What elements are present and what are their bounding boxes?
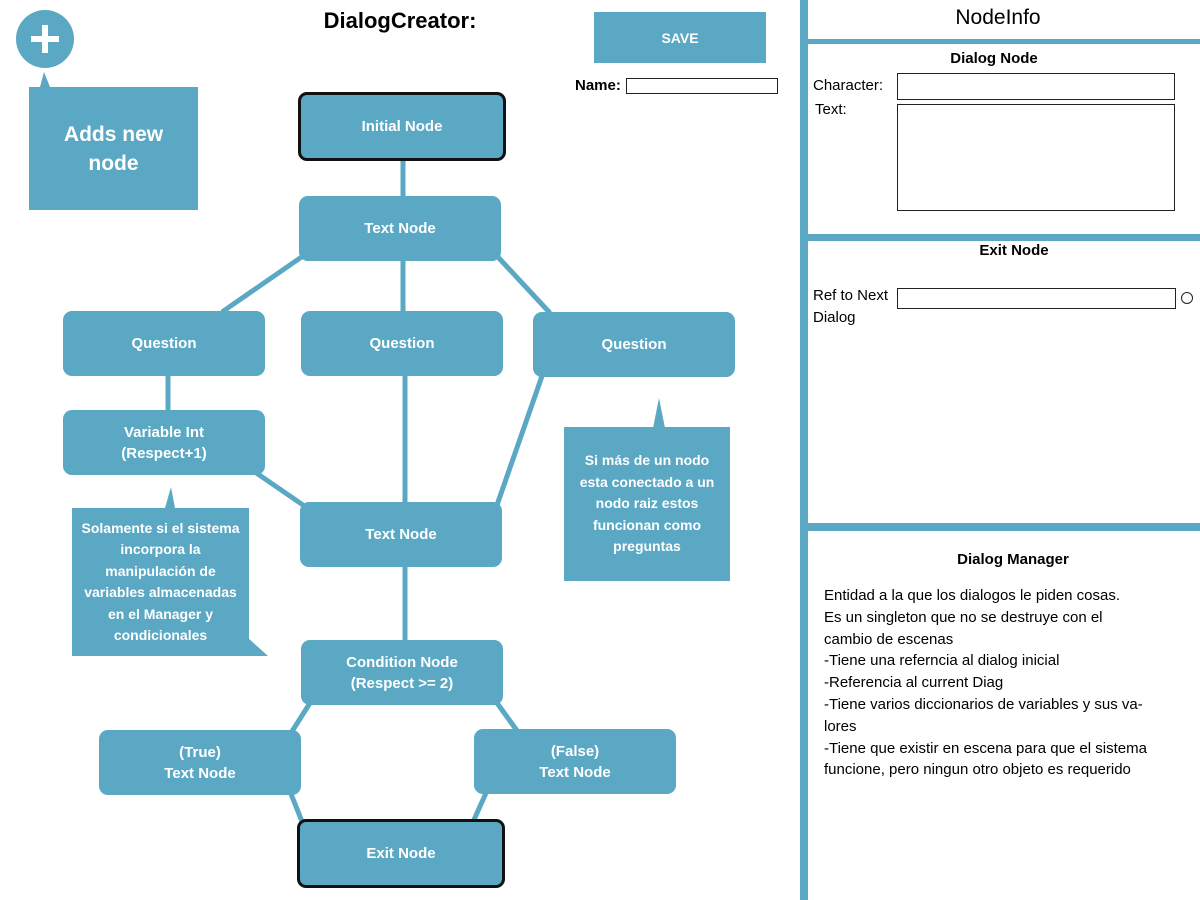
edge-text1-question1: [220, 253, 305, 315]
character-label: Character:: [813, 77, 884, 94]
questions-note: Si más de un nodo esta conectado a un no…: [564, 427, 730, 581]
ref-next-dialog-input[interactable]: [897, 288, 1176, 309]
condition-node[interactable]: Condition Node (Respect >= 2): [301, 640, 503, 705]
name-input[interactable]: [626, 78, 778, 94]
edge-condition-true: [288, 701, 313, 735]
panel-divider-2: [808, 234, 1200, 241]
text-label: Text:: [815, 101, 847, 118]
false-text-node[interactable]: (False) Text Node: [474, 729, 676, 794]
object-picker-icon[interactable]: [1181, 292, 1193, 304]
add-node-tooltip: Adds new node: [29, 87, 198, 210]
panel-vertical-divider: [800, 0, 808, 900]
plus-icon: [31, 25, 59, 53]
dialog-manager-title: Dialog Manager: [957, 551, 1069, 568]
ref-next-dialog-label: Ref to Next Dialog: [813, 287, 889, 326]
edge-condition-false: [494, 701, 521, 734]
panel-divider-3: [808, 523, 1200, 531]
panel-divider-1: [808, 39, 1200, 44]
exit-node-title: Exit Node: [979, 242, 1049, 259]
edge-false-exit: [470, 791, 489, 824]
dialog-node-title: Dialog Node: [950, 50, 1038, 67]
text-node-1[interactable]: Text Node: [299, 196, 501, 261]
questions-note-tail: [653, 398, 665, 428]
page-title: DialogCreator:: [323, 8, 477, 33]
question-node-1[interactable]: Question: [63, 311, 265, 376]
edge-question3-text2: [494, 375, 545, 506]
text-node-2[interactable]: Text Node: [300, 502, 502, 567]
question-node-3[interactable]: Question: [533, 312, 735, 377]
edge-text1-question3: [495, 254, 552, 315]
edge-variable-text2: [253, 469, 305, 508]
variables-note: Solamente si el sistema incorpora la man…: [72, 508, 249, 656]
save-button[interactable]: SAVE: [594, 12, 766, 63]
initial-node[interactable]: Initial Node: [298, 92, 506, 161]
add-node-button[interactable]: [16, 10, 74, 68]
exit-node[interactable]: Exit Node: [297, 819, 505, 888]
variables-note-tail: [165, 487, 175, 508]
node-info-title: NodeInfo: [955, 6, 1041, 29]
name-label: Name:: [575, 77, 621, 94]
question-node-2[interactable]: Question: [301, 311, 503, 376]
add-tooltip-tail: [40, 72, 50, 87]
variables-note-tail-bottom: [248, 638, 268, 656]
text-textarea[interactable]: [897, 104, 1175, 211]
character-input[interactable]: [897, 73, 1175, 100]
variable-int-node[interactable]: Variable Int (Respect+1): [63, 410, 265, 475]
dialog-manager-description: Entidad a la que los dialogos le piden c…: [824, 587, 1147, 779]
true-text-node[interactable]: (True) Text Node: [99, 730, 301, 795]
